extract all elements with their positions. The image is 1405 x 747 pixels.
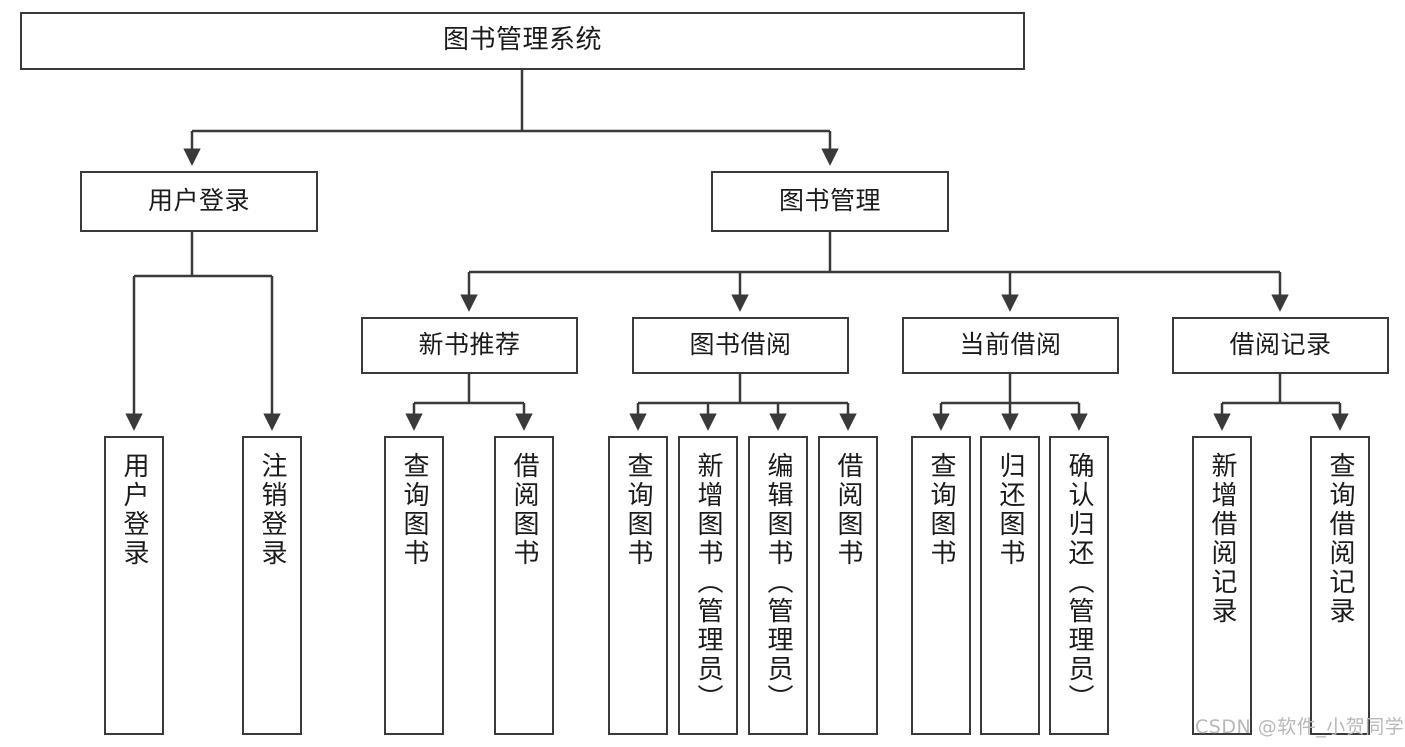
- leaf-current-confirm-return[interactable]: 确认归还（管理员）: [1049, 436, 1109, 735]
- node-label: 确认归还（管理员）: [1064, 452, 1094, 713]
- node-label: 借阅记录: [1229, 330, 1332, 360]
- leaf-current-query-book[interactable]: 查询图书: [911, 436, 971, 735]
- node-user-login[interactable]: 用户登录: [80, 171, 318, 232]
- leaf-new-book-query[interactable]: 查询图书: [384, 436, 444, 735]
- node-label: 查询借阅记录: [1325, 452, 1355, 626]
- node-label: 图书管理系统: [442, 25, 602, 56]
- node-label: 归还图书: [995, 452, 1025, 568]
- leaf-record-add-record[interactable]: 新增借阅记录: [1192, 436, 1252, 735]
- node-book-management[interactable]: 图书管理: [711, 171, 949, 232]
- leaf-new-book-borrow[interactable]: 借阅图书: [494, 436, 554, 735]
- node-label: 编辑图书（管理员）: [763, 452, 793, 713]
- leaf-user-login-login[interactable]: 用户登录: [104, 436, 164, 735]
- node-label: 注销登录: [257, 452, 287, 568]
- node-label: 查询图书: [399, 452, 429, 568]
- node-root-book-management-system[interactable]: 图书管理系统: [20, 12, 1025, 70]
- leaf-borrow-query-book[interactable]: 查询图书: [608, 436, 668, 735]
- leaf-borrow-borrow-book[interactable]: 借阅图书: [818, 436, 878, 735]
- leaf-current-return-book[interactable]: 归还图书: [980, 436, 1040, 735]
- node-borrow-record[interactable]: 借阅记录: [1172, 317, 1389, 374]
- node-label: 图书管理: [778, 186, 881, 216]
- node-label: 用户登录: [119, 452, 149, 568]
- node-label: 借阅图书: [509, 452, 539, 568]
- node-label: 当前借阅: [959, 330, 1062, 360]
- node-label: 用户登录: [147, 186, 250, 216]
- node-new-book-recommend[interactable]: 新书推荐: [361, 317, 578, 374]
- leaf-borrow-add-book[interactable]: 新增图书（管理员）: [678, 436, 738, 735]
- node-label: 借阅图书: [833, 452, 863, 568]
- watermark-text: CSDN @软件_小贺同学: [1195, 716, 1405, 738]
- node-label: 查询图书: [926, 452, 956, 568]
- node-label: 新书推荐: [418, 330, 521, 360]
- leaf-user-login-logout[interactable]: 注销登录: [242, 436, 302, 735]
- leaf-record-query-record[interactable]: 查询借阅记录: [1310, 436, 1370, 735]
- node-label: 查询图书: [623, 452, 653, 568]
- node-label: 新增图书（管理员）: [693, 452, 723, 713]
- node-book-borrow[interactable]: 图书借阅: [632, 317, 849, 374]
- node-label: 图书借阅: [689, 330, 792, 360]
- node-label: 新增借阅记录: [1207, 452, 1237, 626]
- leaf-borrow-edit-book[interactable]: 编辑图书（管理员）: [748, 436, 808, 735]
- node-current-borrow[interactable]: 当前借阅: [902, 317, 1119, 374]
